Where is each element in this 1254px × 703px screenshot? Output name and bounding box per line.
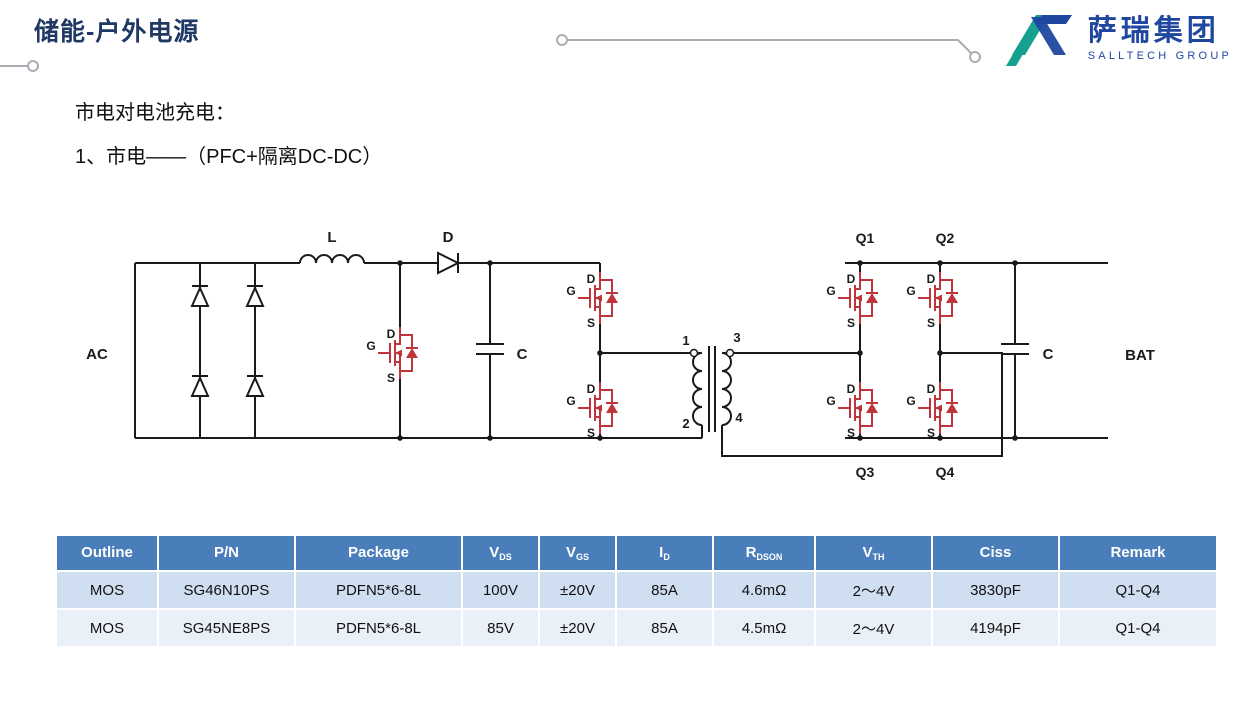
cell-ciss: 4194pF bbox=[933, 610, 1058, 646]
col-header-outline: Outline bbox=[57, 536, 157, 570]
transformer-pin3-terminal bbox=[725, 348, 735, 358]
cell-vth: 2～4V bbox=[816, 610, 931, 646]
cell-remark: Q1-Q4 bbox=[1060, 572, 1216, 608]
circuit-diagram: AC BAT L D C C Q1 Q2 Q3 Q4 1 2 3 4 D G S… bbox=[86, 229, 1155, 480]
pfc-gate-label: G bbox=[366, 339, 375, 353]
diode-symbols bbox=[190, 251, 461, 397]
cell-vgs: ±20V bbox=[540, 610, 615, 646]
q4-mosfet-symbol bbox=[917, 381, 959, 435]
bat-label: BAT bbox=[1125, 347, 1155, 364]
cell-vgs: ±20V bbox=[540, 572, 615, 608]
boost-diode-label: D bbox=[443, 229, 454, 246]
cell-vds: 85V bbox=[463, 610, 538, 646]
inductor-symbol bbox=[299, 254, 365, 264]
cell-id: 85A bbox=[617, 610, 712, 646]
q3-label: Q3 bbox=[856, 464, 875, 480]
q2-gate-label: G bbox=[906, 284, 915, 298]
junction-dots bbox=[397, 260, 1018, 441]
q2-mosfet-symbol bbox=[917, 271, 959, 325]
pin3-label: 3 bbox=[733, 330, 740, 345]
cell-outline: MOS bbox=[57, 610, 157, 646]
decor-circle bbox=[969, 51, 981, 63]
halfbridge-high-mosfet-symbol bbox=[577, 271, 619, 325]
col-header-ciss: Ciss bbox=[933, 536, 1058, 570]
col-header-vth: VTH bbox=[816, 536, 931, 570]
header-decor-line bbox=[556, 34, 981, 63]
boost-diode-symbol bbox=[437, 251, 461, 275]
decor-circle bbox=[27, 60, 39, 72]
table-header-row: Outline P/N Package VDS VGS ID RDSON VTH… bbox=[57, 536, 1216, 570]
q4-source-label: S bbox=[927, 426, 935, 440]
q1-source-label: S bbox=[847, 316, 855, 330]
q3-gate-label: G bbox=[826, 394, 835, 408]
q3-mosfet-symbol bbox=[837, 381, 879, 435]
cell-rdson: 4.6mΩ bbox=[714, 572, 814, 608]
col-header-vds: VDS bbox=[463, 536, 538, 570]
cell-pn: SG46N10PS bbox=[159, 572, 294, 608]
cell-rdson: 4.5mΩ bbox=[714, 610, 814, 646]
col-header-id: ID bbox=[617, 536, 712, 570]
pin4-label: 4 bbox=[735, 410, 743, 425]
cell-remark: Q1-Q4 bbox=[1060, 610, 1216, 646]
q1-gate-label: G bbox=[826, 284, 835, 298]
intro-heading: 市电对电池充电： bbox=[75, 102, 235, 124]
company-logo: 萨瑞集团 SALLTECH GROUP bbox=[1005, 8, 1232, 68]
hb-low-source-label: S bbox=[587, 426, 595, 440]
company-name-en: SALLTECH GROUP bbox=[1087, 50, 1232, 63]
transformer-secondary-winding bbox=[721, 352, 732, 426]
ac-label: AC bbox=[86, 346, 108, 363]
q4-gate-label: G bbox=[906, 394, 915, 408]
pfc-mosfet-symbol bbox=[377, 326, 419, 380]
hb-high-drain-label: D bbox=[587, 272, 596, 286]
cell-vds: 100V bbox=[463, 572, 538, 608]
q4-label: Q4 bbox=[936, 464, 955, 480]
col-header-remark: Remark bbox=[1060, 536, 1216, 570]
hb-high-source-label: S bbox=[587, 316, 595, 330]
pfc-drain-label: D bbox=[387, 327, 396, 341]
col-header-vgs: VGS bbox=[540, 536, 615, 570]
intro-topology: 1、市电——（PFC+隔离DC-DC） bbox=[75, 146, 383, 168]
halfbridge-low-mosfet-symbol bbox=[577, 381, 619, 435]
cell-package: PDFN5*6-8L bbox=[296, 572, 461, 608]
q2-source-label: S bbox=[927, 316, 935, 330]
page-title: 储能-户外电源 bbox=[34, 18, 200, 46]
cell-package: PDFN5*6-8L bbox=[296, 610, 461, 646]
cell-outline: MOS bbox=[57, 572, 157, 608]
cell-id: 85A bbox=[617, 572, 712, 608]
q1-label: Q1 bbox=[856, 230, 875, 246]
col-header-pn: P/N bbox=[159, 536, 294, 570]
cell-ciss: 3830pF bbox=[933, 572, 1058, 608]
hb-high-gate-label: G bbox=[566, 284, 575, 298]
col-header-rdson: RDSON bbox=[714, 536, 814, 570]
pin2-label: 2 bbox=[682, 416, 689, 431]
transformer-primary-winding bbox=[692, 352, 703, 426]
company-name-cn: 萨瑞集团 bbox=[1087, 14, 1220, 47]
col-header-package: Package bbox=[296, 536, 461, 570]
q3-source-label: S bbox=[847, 426, 855, 440]
circuit-wires bbox=[134, 254, 1108, 457]
hb-low-gate-label: G bbox=[566, 394, 575, 408]
q2-drain-label: D bbox=[927, 272, 936, 286]
cell-pn: SG45NE8PS bbox=[159, 610, 294, 646]
mosfet-spec-table: Outline P/N Package VDS VGS ID RDSON VTH… bbox=[55, 534, 1218, 648]
q1-drain-label: D bbox=[847, 272, 856, 286]
company-logo-mark bbox=[1005, 15, 1072, 66]
q4-drain-label: D bbox=[927, 382, 936, 396]
table-row: MOS SG45NE8PS PDFN5*6-8L 85V ±20V 85A 4.… bbox=[57, 610, 1216, 646]
bus-cap-label: C bbox=[517, 346, 528, 363]
hb-low-drain-label: D bbox=[587, 382, 596, 396]
cell-vth: 2～4V bbox=[816, 572, 931, 608]
left-decor-line bbox=[0, 60, 39, 72]
q2-label: Q2 bbox=[936, 230, 955, 246]
pin1-label: 1 bbox=[682, 333, 689, 348]
q1-mosfet-symbol bbox=[837, 271, 879, 325]
decor-circle bbox=[556, 34, 568, 46]
out-cap-label: C bbox=[1043, 346, 1054, 363]
q3-drain-label: D bbox=[847, 382, 856, 396]
table-row: MOS SG46N10PS PDFN5*6-8L 100V ±20V 85A 4… bbox=[57, 572, 1216, 608]
transformer-pin1-terminal bbox=[689, 348, 699, 358]
inductor-label: L bbox=[327, 229, 336, 246]
pfc-source-label: S bbox=[387, 371, 395, 385]
